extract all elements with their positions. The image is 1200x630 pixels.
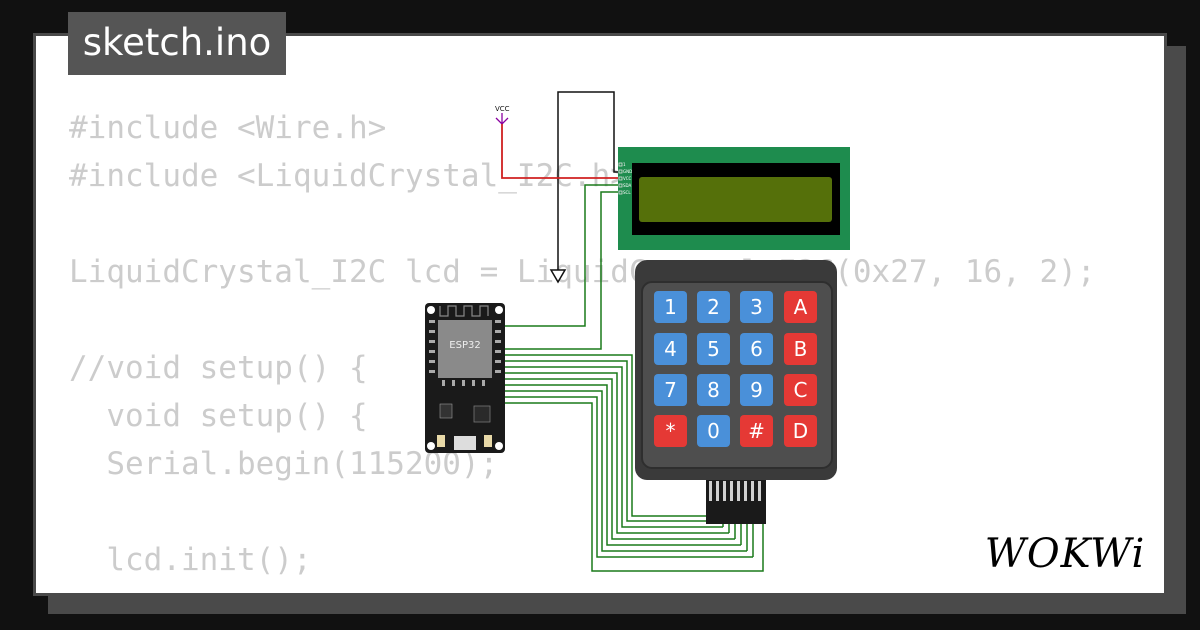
keypad-wires [505, 354, 764, 572]
keypad-key: 6 [750, 337, 763, 361]
keypad-key: 8 [707, 378, 720, 402]
vcc-label: VCC [495, 105, 510, 113]
vcc-wire [501, 124, 621, 179]
keypad-key: A [794, 295, 808, 319]
code-line: lcd.init(); [69, 542, 312, 578]
lcd-pin-labels: 1 GND VCC SDA SCL [623, 162, 632, 195]
code-line: //void setup() { [69, 350, 368, 386]
lcd-pin-label: GND [623, 169, 632, 174]
i2c-wires [505, 184, 621, 350]
lcd-pin-label: SDA [623, 183, 632, 188]
lcd-display: 1 GND VCC SDA SCL [618, 147, 850, 250]
wokwi-logo[interactable]: WOKWi [975, 523, 1155, 583]
code-line: #include <Wire.h> [69, 110, 387, 146]
code-line: void setup() { [69, 398, 368, 434]
keypad-key: 2 [707, 295, 720, 319]
keypad-key: 1 [664, 295, 677, 319]
vcc-symbol: VCC [495, 105, 510, 125]
code-line: #include <LiquidCrystal_I2C.h> [69, 158, 629, 194]
esp32-board: ESP32 [425, 303, 505, 453]
wokwi-logo-text: WOKWi [985, 531, 1146, 577]
keypad-key: D [793, 419, 808, 443]
gnd-wire [557, 91, 621, 270]
keypad-key: C [794, 378, 808, 402]
membrane-keypad: 1 2 3 A 4 5 6 B 7 8 9 C * 0 [635, 260, 837, 524]
code-line: lcd.backlight(); [69, 584, 1096, 593]
keypad-key: 3 [750, 295, 763, 319]
keypad-key: 7 [664, 378, 677, 402]
keypad-key: 4 [664, 337, 677, 361]
keypad-key: 0 [707, 419, 720, 443]
sketch-title-tab[interactable]: sketch.ino [68, 12, 286, 75]
lcd-pin-label: VCC [623, 176, 632, 181]
lcd-pin-label: SCL [623, 190, 631, 195]
keypad-key: 5 [707, 337, 720, 361]
lcd-pin-label: 1 [623, 162, 626, 167]
keypad-key: * [666, 419, 676, 443]
ground-symbol [549, 269, 567, 284]
keypad-key: 9 [750, 378, 763, 402]
preview-card: #include <Wire.h> #include <LiquidCrystal… [33, 33, 1167, 596]
esp32-label: ESP32 [449, 340, 480, 351]
keypad-key: B [794, 337, 808, 361]
keypad-key: # [748, 419, 765, 443]
